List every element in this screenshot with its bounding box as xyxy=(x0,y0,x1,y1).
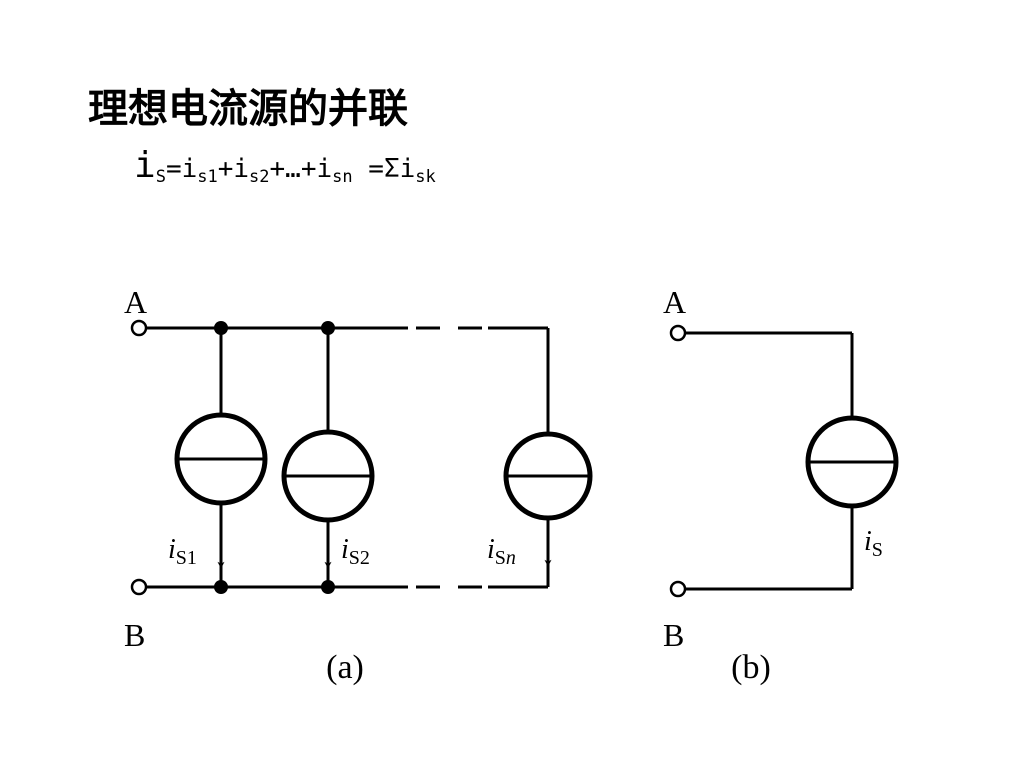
current-source-1 xyxy=(174,412,268,506)
formula-term-1-sub: s1 xyxy=(197,167,218,187)
junction-dot xyxy=(321,580,335,594)
formula: iS=is1+is2+…+isn =Σisk xyxy=(134,142,436,201)
diagram-b: A B iS (b) xyxy=(663,284,899,686)
page-title: 理想电流源的并联 xyxy=(88,86,408,132)
label-is: iS xyxy=(864,526,883,561)
formula-term-3-sub: sn xyxy=(332,167,353,187)
junction-dot xyxy=(321,321,335,335)
formula-eq-2: = xyxy=(352,154,384,184)
wires-b xyxy=(685,331,854,591)
current-source-2 xyxy=(281,429,375,523)
label-b-bottom: B xyxy=(124,617,145,653)
formula-term-2-sub: s2 xyxy=(249,167,270,187)
terminal-b-bottom xyxy=(130,578,148,596)
formula-sigma: Σ xyxy=(383,154,400,184)
formula-term-2: i xyxy=(233,154,250,184)
current-source xyxy=(805,415,899,509)
label-b-bottom: B xyxy=(663,617,684,653)
junction-dot xyxy=(214,580,228,594)
label-is1: iS1 xyxy=(168,534,197,569)
label-a-top: A xyxy=(663,284,686,320)
diagram-a: A B iS1 iS2 iSn (a) xyxy=(124,284,593,686)
label-a-top: A xyxy=(124,284,147,320)
terminal-a-top xyxy=(669,324,687,342)
wires-a xyxy=(146,326,550,589)
label-is2: iS2 xyxy=(341,534,370,569)
formula-term-1: i xyxy=(181,154,198,184)
formula-term-4-sub: sk xyxy=(415,167,436,187)
junction-dot xyxy=(214,321,228,335)
formula-lhs: i xyxy=(134,145,156,186)
formula-plus-2: +…+ xyxy=(269,154,317,184)
caption-a: (a) xyxy=(326,649,364,686)
formula-lhs-sub: S xyxy=(155,167,166,187)
current-source-n xyxy=(503,431,593,521)
terminal-b-bottom xyxy=(669,580,687,598)
formula-term-4: i xyxy=(399,154,416,184)
caption-b: (b) xyxy=(731,649,771,686)
formula-eq: = xyxy=(165,154,182,184)
label-isn: iSn xyxy=(487,534,516,569)
formula-plus-1: + xyxy=(217,154,234,184)
formula-term-3: i xyxy=(316,154,333,184)
terminal-a-top xyxy=(130,319,148,337)
